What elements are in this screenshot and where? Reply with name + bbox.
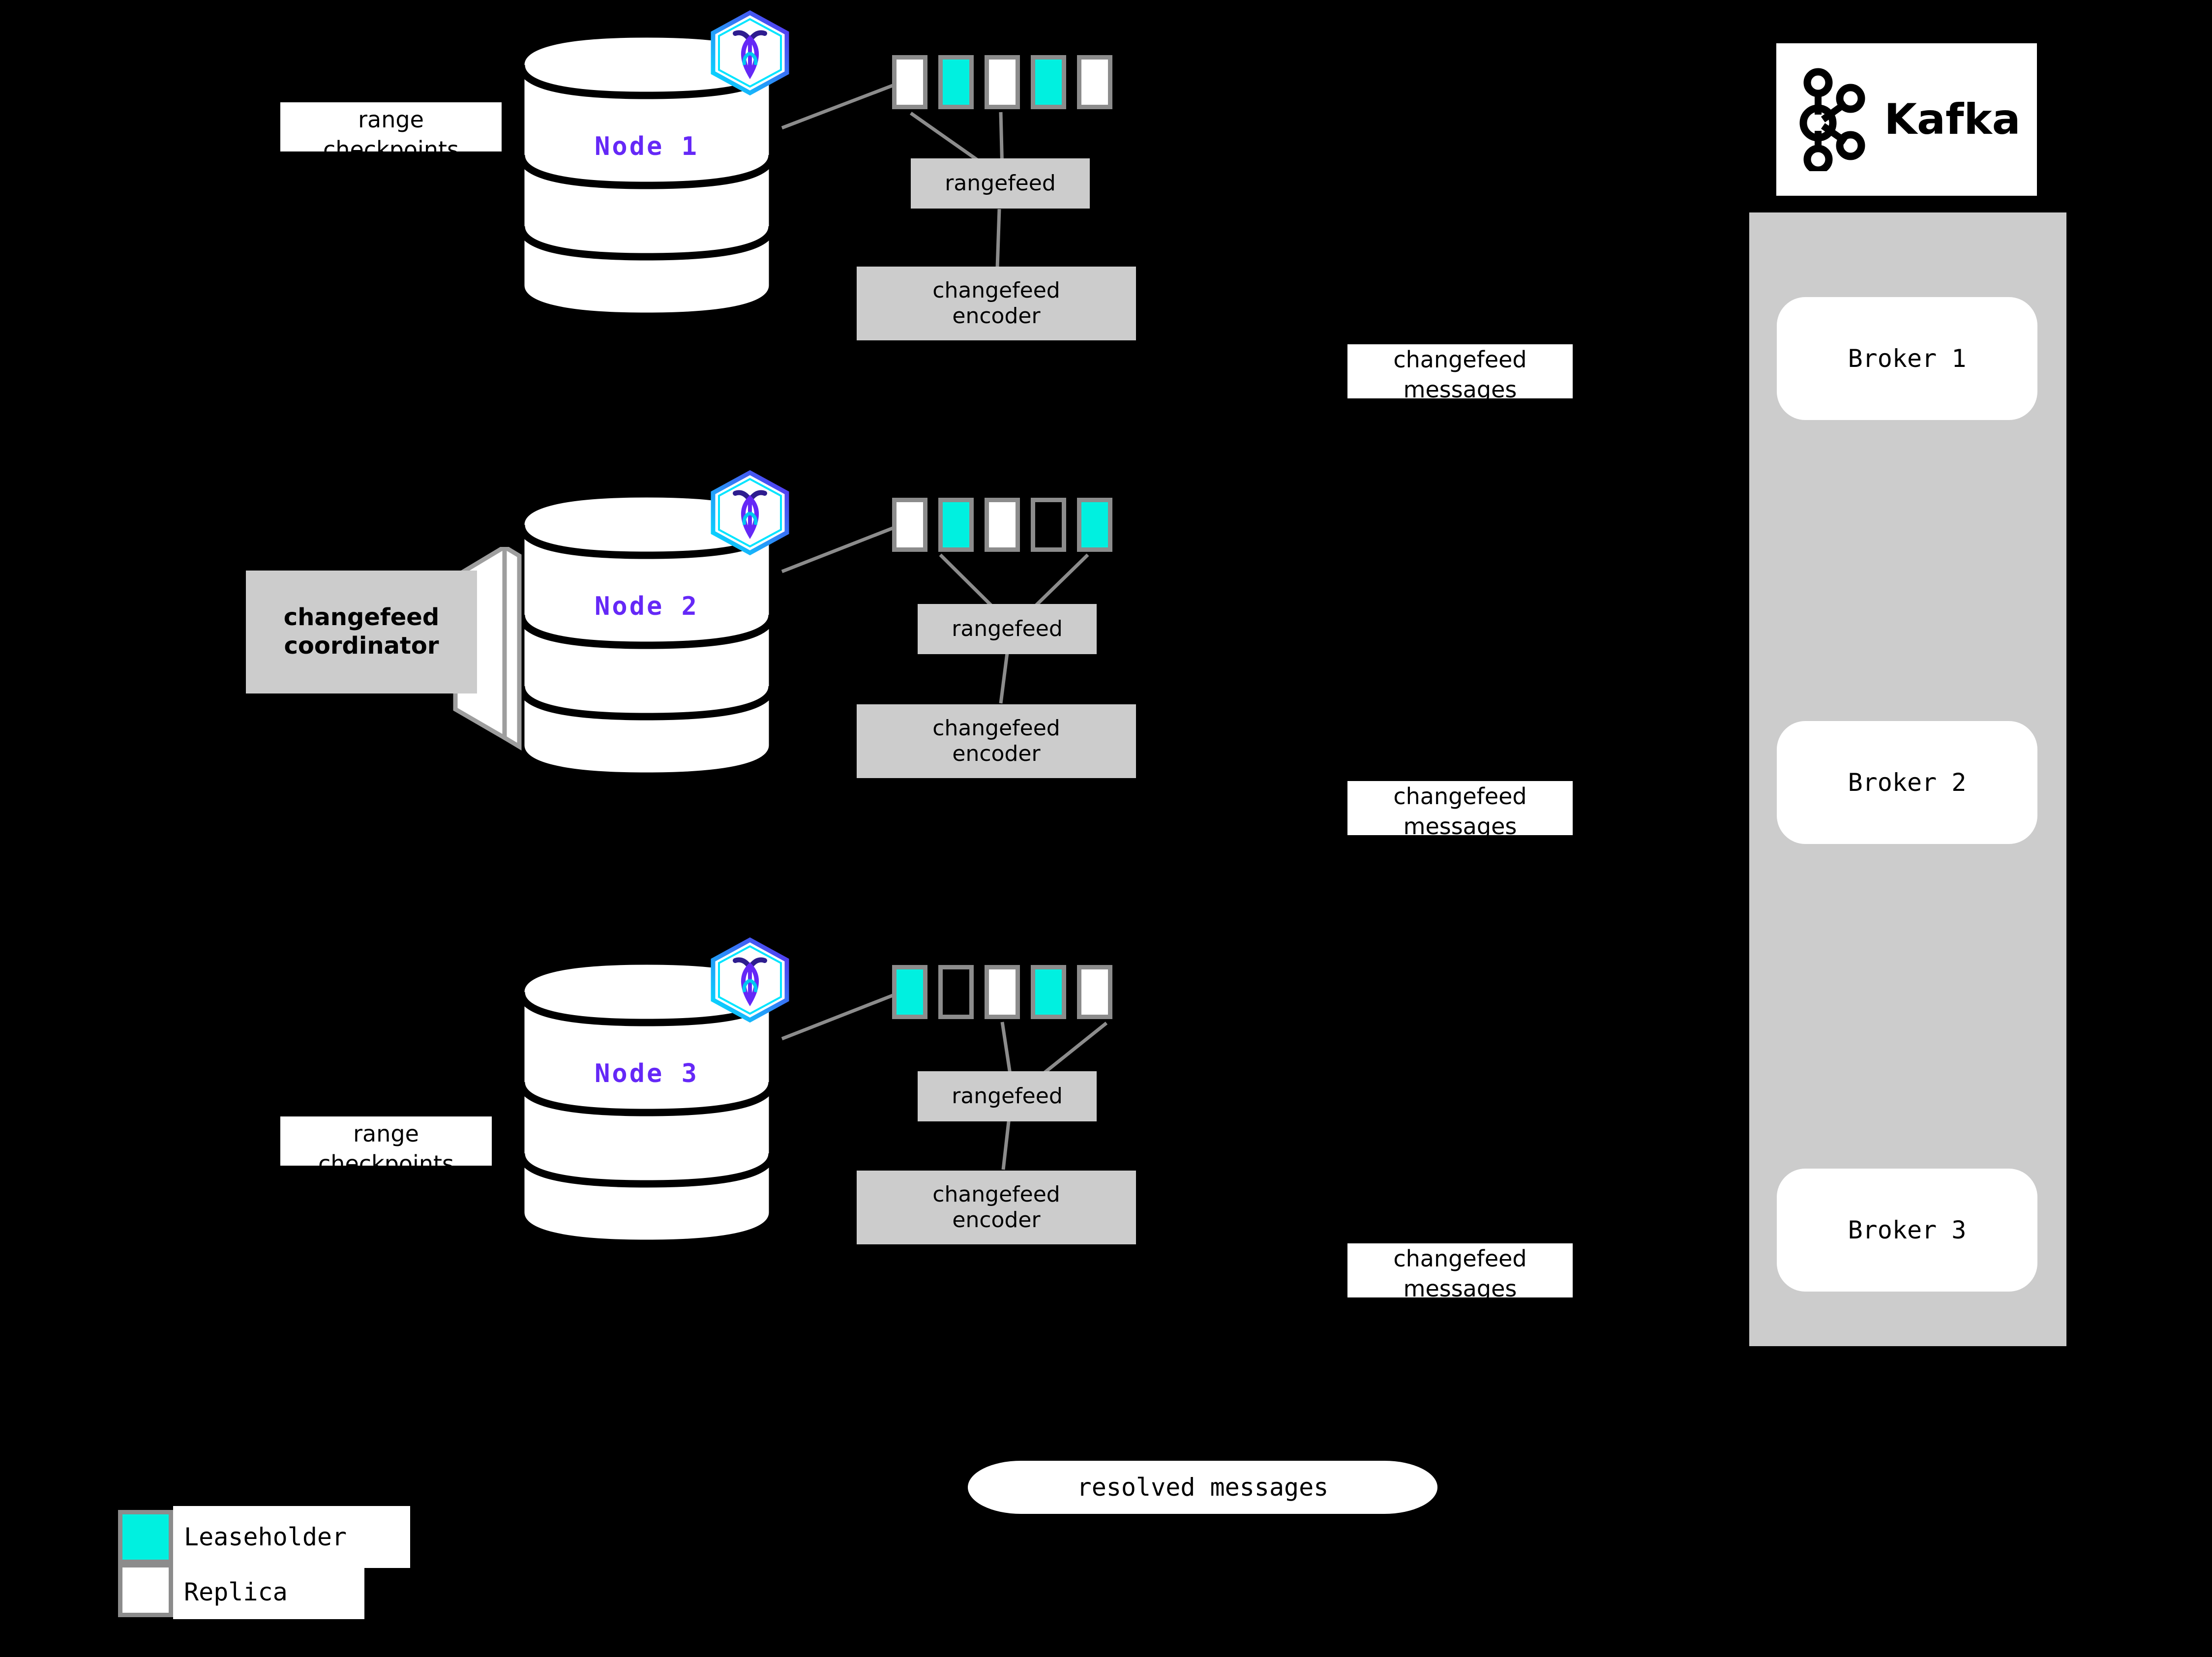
leaseholder-box	[1031, 55, 1066, 109]
range-checkpoints-line1: range	[358, 106, 424, 133]
node-1-replica-strip	[892, 55, 1112, 109]
encoder-label-line1: changefeed	[932, 278, 1060, 303]
changefeed-coordinator-box[interactable]: changefeed coordinator	[246, 571, 477, 693]
node-1-changefeed-encoder-box[interactable]: changefeed encoder	[857, 267, 1136, 340]
encoder-label-line1: changefeed	[932, 716, 1060, 741]
range-checkpoints-line1: range	[353, 1120, 419, 1147]
leaseholder-box	[938, 498, 974, 552]
coordinator-label-line2: coordinator	[284, 632, 439, 660]
encoder-label-line2: encoder	[952, 303, 1041, 329]
encoder-label-line2: encoder	[952, 741, 1041, 766]
node-2-label: Node 2	[595, 592, 699, 621]
node-2-cylinder: Node 2	[516, 489, 777, 780]
changefeed-messages-line1: changefeed	[1393, 783, 1527, 810]
leaseholder-box	[1031, 965, 1066, 1019]
node-3-cylinder: Node 3	[516, 957, 777, 1247]
encoder-label-line1: changefeed	[932, 1182, 1060, 1207]
broker-1-label: Broker 1	[1848, 344, 1967, 373]
node-3-changefeed-encoder-box[interactable]: changefeed encoder	[857, 1171, 1136, 1244]
broker-3-box[interactable]: Broker 3	[1777, 1169, 2037, 1292]
node-1-cylinder: Node 1	[516, 30, 777, 320]
empty-range-box	[1031, 498, 1066, 552]
encoder-label-line2: encoder	[952, 1207, 1041, 1233]
leaseholder-box	[938, 55, 974, 109]
resolved-messages-pill: resolved messages	[968, 1461, 1437, 1514]
cockroachdb-hexagon-icon	[708, 937, 792, 1023]
kafka-inbound-arrow-icon	[2089, 329, 2115, 350]
legend-swatch-replica	[118, 1563, 173, 1617]
leaseholder-box	[1077, 498, 1112, 552]
changefeed-messages-label-3: changefeed messages	[1347, 1243, 1573, 1302]
replica-box	[985, 55, 1020, 109]
replica-box	[892, 498, 927, 552]
node-3-rangefeed-label: rangefeed	[952, 1084, 1063, 1109]
legend: Leaseholder Replica	[118, 1506, 423, 1628]
replica-box	[985, 965, 1020, 1019]
changefeed-messages-label-1: changefeed messages	[1347, 344, 1573, 403]
node-1-range-checkpoints-label: range checkpoints	[280, 102, 502, 163]
changefeed-messages-line2: messages	[1403, 376, 1517, 403]
changefeed-messages-label-2: changefeed messages	[1347, 781, 1573, 840]
legend-swatch-leaseholder	[118, 1510, 173, 1564]
node-2-rangefeed-box[interactable]: rangefeed	[918, 604, 1097, 654]
node-3-replica-strip	[892, 965, 1112, 1019]
changefeed-messages-line1: changefeed	[1393, 1245, 1527, 1272]
node-3-rangefeed-box[interactable]: rangefeed	[918, 1071, 1097, 1121]
broker-2-box[interactable]: Broker 2	[1777, 721, 2037, 844]
node-2-changefeed-encoder-box[interactable]: changefeed encoder	[857, 704, 1136, 778]
node-3-range-checkpoints-label: range checkpoints	[280, 1116, 492, 1177]
broker-3-label: Broker 3	[1848, 1216, 1967, 1244]
node-1-rangefeed-label: rangefeed	[945, 171, 1056, 196]
changefeed-messages-line2: messages	[1403, 1275, 1517, 1302]
changefeed-coordinator[interactable]: changefeed coordinator	[246, 547, 522, 751]
node-2-rangefeed-label: rangefeed	[952, 616, 1063, 642]
replica-box	[1077, 965, 1112, 1019]
legend-text: Leaseholder	[184, 1523, 347, 1551]
changefeed-messages-line2: messages	[1403, 813, 1517, 840]
replica-box	[985, 498, 1020, 552]
range-checkpoints-line2: checkpoints	[323, 136, 459, 163]
replica-box	[1077, 55, 1112, 109]
kafka-logo: Kafka	[1776, 43, 2037, 196]
kafka-logo-text: Kafka	[1884, 95, 2021, 144]
legend-label-leaseholder: Leaseholder	[173, 1506, 410, 1568]
broker-1-box[interactable]: Broker 1	[1777, 297, 2037, 420]
node-2-replica-strip	[892, 498, 1112, 552]
kafka-nodes-icon	[1799, 68, 1865, 171]
leaseholder-box	[892, 965, 927, 1019]
cockroachdb-hexagon-icon	[708, 470, 792, 556]
coordinator-label-line1: changefeed	[283, 603, 440, 632]
broker-2-label: Broker 2	[1848, 768, 1967, 797]
node-1-rangefeed-box[interactable]: rangefeed	[911, 158, 1090, 209]
node-3-label: Node 3	[595, 1059, 699, 1088]
empty-range-box	[938, 965, 974, 1019]
legend-label-replica: Replica	[173, 1565, 364, 1619]
changefeed-messages-line1: changefeed	[1393, 346, 1527, 373]
node-1-label: Node 1	[595, 132, 699, 161]
replica-box	[892, 55, 927, 109]
resolved-messages-label: resolved messages	[1076, 1473, 1329, 1502]
cockroachdb-hexagon-icon	[708, 10, 792, 96]
legend-text: Replica	[184, 1578, 288, 1606]
range-checkpoints-line2: checkpoints	[318, 1150, 454, 1177]
